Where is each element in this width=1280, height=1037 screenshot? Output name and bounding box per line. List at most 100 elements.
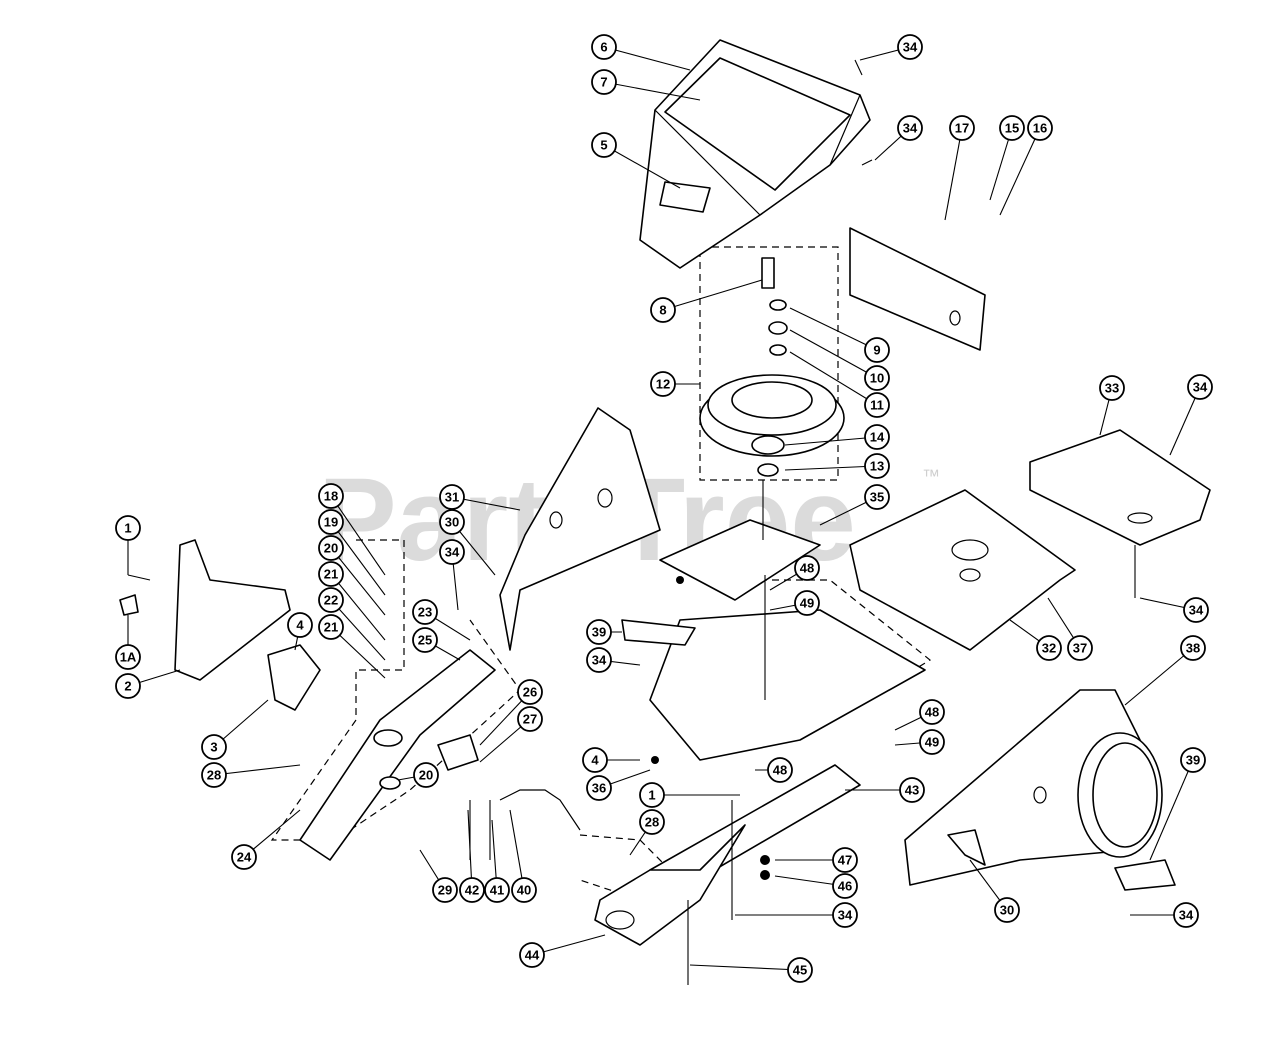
frame-small-hole [959,568,981,582]
pulley-bolt [761,257,775,289]
callout-circle [201,734,227,760]
callout-3: 3 [201,699,269,760]
callout-label: 13 [870,459,884,474]
callout-46: 46 [774,873,858,899]
callout-circle [591,69,617,95]
washer-10 [768,321,788,335]
callout-48b: 48 [894,699,945,731]
callout-leader [603,46,691,71]
callout-circle [318,614,344,640]
callout-circle [484,877,510,903]
callout-circle [899,777,925,803]
callout-circle [318,535,344,561]
arm-24 [299,649,496,861]
callout-circle [1173,902,1199,928]
callout-26: 26 [479,679,543,746]
callout-circle [787,957,813,983]
callout-4a: 4 [287,612,313,651]
callout-28b: 28 [629,809,665,856]
callout-circle [864,392,890,418]
plate-33-slot [1127,512,1153,524]
callout-label: 21 [324,620,338,635]
callout-label: 33 [1105,381,1119,396]
callout-label: 32 [1042,641,1056,656]
callout-30b: 30 [969,859,1020,923]
callout-circle [287,612,313,638]
callout-27: 27 [479,706,543,763]
callout-1a: 1 [115,515,141,575]
callout-label: 18 [324,489,338,504]
callout-20b: 20 [397,762,439,788]
plate-33 [1029,429,1211,546]
callout-label: 34 [903,40,918,55]
callout-circle [1036,635,1062,661]
callout-15: 15 [989,115,1025,201]
callout-40: 40 [509,809,537,903]
callout-49a: 49 [769,590,820,616]
callout-34a: 34 [859,34,923,61]
callout-39b: 39 [1149,747,1206,861]
callout-circle [517,706,543,732]
plate-33-body [1029,429,1211,546]
left-chute [119,539,321,711]
bearing-14 [751,435,785,455]
plate-39b [1114,859,1176,891]
callout-37: 37 [1047,597,1093,661]
callout-34h: 34 [1130,902,1199,928]
chute-housing [904,689,1176,891]
callout-circle [318,509,344,535]
callout-35: 35 [819,484,890,526]
washer-47 [760,855,770,865]
callout-label: 12 [656,377,670,392]
callout-circle [864,453,890,479]
side-plate-hole-2 [597,488,613,508]
housing-hole [1033,786,1047,804]
hopper-label-decal [659,181,711,213]
callout-36: 36 [586,769,651,801]
callout-label: 48 [773,763,787,778]
callout-6: 6 [591,34,691,71]
callout-label: 1 [124,521,131,536]
callout-leader [999,127,1041,216]
callout-circle [413,762,439,788]
callout-leader [330,521,386,596]
callout-circle [586,619,612,645]
callout-7: 7 [591,69,701,101]
callout-circle [999,115,1025,141]
callout-20a: 20 [318,535,386,616]
frame-32 [849,489,1076,651]
callout-22: 22 [318,587,386,661]
callout-circle [318,483,344,509]
hopper [639,39,871,269]
callout-39a: 39 [586,619,622,645]
callout-34e: 34 [1169,374,1213,456]
callout-label: 45 [793,963,807,978]
callout-circle [864,424,890,450]
side-plate-body [499,407,661,651]
callout-circle [1027,115,1053,141]
callout-45: 45 [689,957,813,983]
callout-circle [650,371,676,397]
callout-label: 41 [490,883,504,898]
callout-circle [511,877,537,903]
callout-circle [767,757,793,783]
callout-label: 3 [210,740,217,755]
screw-1 [127,574,151,581]
callout-label: 34 [445,545,460,560]
callout-49b: 49 [894,729,945,755]
callout-label: 20 [324,541,338,556]
callout-label: 39 [1186,753,1200,768]
callout-label: 4 [296,618,304,633]
callout-leader [784,465,878,471]
nut-46 [760,870,770,880]
callout-18: 18 [318,483,386,576]
callout-label: 14 [870,430,885,445]
chute-2 [174,539,291,681]
washer-11 [769,344,787,356]
callout-circle [586,647,612,673]
callout-5: 5 [591,132,681,189]
callout-circle [949,115,975,141]
callout-label: 19 [324,515,338,530]
